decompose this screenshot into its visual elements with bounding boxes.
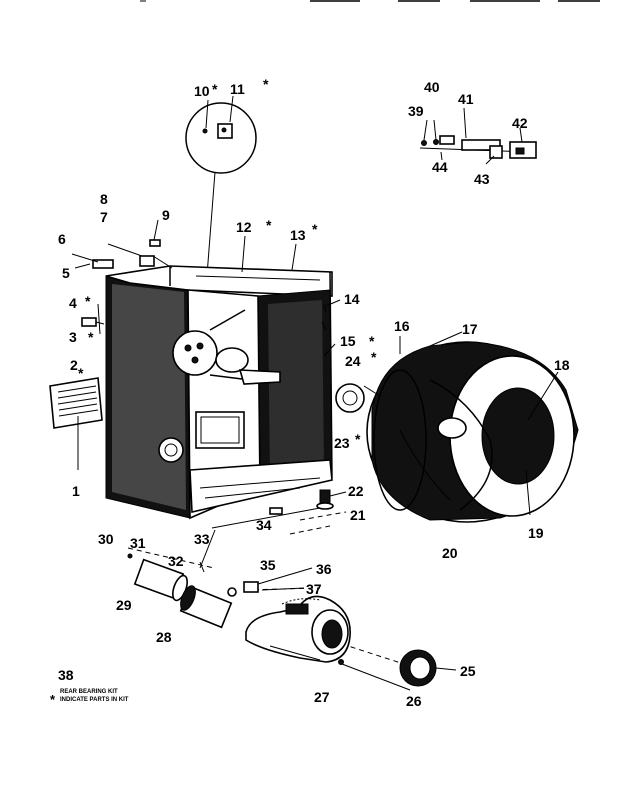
label-17: 17 (462, 321, 478, 337)
drum-icon (335, 331, 579, 523)
label-22: 22 (348, 483, 364, 499)
small-parts-left (49, 219, 341, 470)
part-labels: 10 * 11 * 8 7 9 6 5 4 * 3 * 2 * 1 12 * 1… (58, 76, 570, 709)
asterisk-3: * (88, 329, 94, 345)
label-13: 13 (290, 227, 306, 243)
label-41: 41 (458, 91, 474, 107)
asterisk-23: * (355, 431, 361, 447)
label-2: 2 (70, 357, 78, 373)
asterisk-2: * (78, 365, 84, 381)
label-31: 31 (130, 535, 146, 551)
label-27: 27 (314, 689, 330, 705)
legend-notes: REAR BEARING KIT * INDICATE PARTS IN KIT (50, 689, 129, 707)
label-34: 34 (256, 517, 272, 533)
label-3: 3 (69, 329, 77, 345)
label-6: 6 (58, 231, 66, 247)
cabinet-frame-icon (105, 265, 333, 520)
asterisk-10: * (212, 81, 218, 97)
asterisk-12: * (266, 217, 272, 233)
label-38: 38 (58, 667, 74, 683)
label-5: 5 (62, 265, 70, 281)
label-24: 24 (345, 353, 361, 369)
switch-assembly-icon (419, 107, 537, 165)
label-7: 7 (100, 209, 108, 225)
label-33: 33 (194, 531, 210, 547)
asterisk-11: * (263, 76, 269, 92)
label-16: 16 (394, 318, 410, 334)
label-4: 4 (69, 295, 77, 311)
label-20: 20 (442, 545, 458, 561)
label-42: 42 (512, 115, 528, 131)
asterisk-15: * (369, 333, 375, 349)
label-25: 25 (460, 663, 476, 679)
label-35: 35 (260, 557, 276, 573)
label-18: 18 (554, 357, 570, 373)
asterisk-24: * (371, 349, 377, 365)
label-12: 12 (236, 219, 252, 235)
label-1: 1 (72, 483, 80, 499)
label-9: 9 (162, 207, 170, 223)
asterisk-13: * (312, 221, 318, 237)
label-44: 44 (432, 159, 448, 175)
label-29: 29 (116, 597, 132, 613)
label-15: 15 (340, 333, 356, 349)
label-11: 11 (230, 81, 245, 97)
drive-ring-icon (399, 649, 457, 687)
label-39: 39 (408, 103, 424, 119)
note-rear-bearing-kit: REAR BEARING KIT (60, 689, 118, 695)
label-19: 19 (528, 525, 544, 541)
asterisk-4: * (85, 293, 91, 309)
note-parts-in-kit: INDICATE PARTS IN KIT (60, 697, 129, 703)
note-asterisk: * (50, 692, 56, 707)
label-30: 30 (98, 531, 114, 547)
lower-parts (127, 489, 347, 629)
blower-housing-icon (245, 595, 351, 665)
label-40: 40 (424, 79, 440, 95)
label-43: 43 (474, 171, 490, 187)
assembly-lines (127, 507, 411, 691)
label-28: 28 (156, 629, 172, 645)
label-8: 8 (100, 191, 108, 207)
label-37: 37 (306, 581, 322, 597)
label-36: 36 (316, 561, 332, 577)
label-10: 10 (194, 83, 210, 99)
label-32: 32 (168, 553, 184, 569)
label-23: 23 (334, 435, 350, 451)
label-14: 14 (344, 291, 360, 307)
label-21: 21 (350, 507, 366, 523)
label-26: 26 (406, 693, 422, 709)
